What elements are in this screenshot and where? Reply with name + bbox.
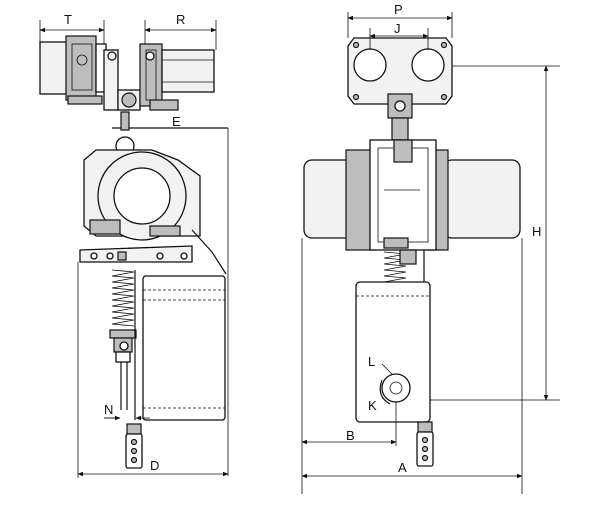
chain-container-side bbox=[142, 275, 226, 421]
dimension-lines-left bbox=[39, 20, 229, 478]
chain-spring bbox=[109, 269, 137, 363]
label-H: H bbox=[532, 224, 541, 239]
label-K: K bbox=[368, 398, 377, 413]
label-B: B bbox=[346, 428, 355, 443]
trolley-motor bbox=[39, 35, 107, 101]
hoist-body-front bbox=[303, 139, 521, 251]
label-T: T bbox=[64, 12, 72, 27]
label-N: N bbox=[104, 402, 113, 417]
hoist-body-side bbox=[83, 149, 201, 241]
label-L: L bbox=[368, 354, 375, 369]
chain-container-front bbox=[355, 281, 431, 423]
trolley-drive bbox=[161, 49, 215, 93]
pendant-switch-front bbox=[416, 421, 434, 467]
side-view bbox=[39, 20, 229, 478]
dimension-lines-right bbox=[301, 12, 523, 494]
trolley-frame bbox=[67, 43, 179, 111]
bottom-plate bbox=[79, 245, 193, 263]
label-E: E bbox=[172, 114, 181, 129]
label-J: J bbox=[394, 21, 401, 36]
top-suspension-plate bbox=[347, 37, 453, 141]
pendant-switch-side bbox=[125, 423, 143, 469]
label-D: D bbox=[150, 458, 159, 473]
label-A: A bbox=[398, 460, 407, 475]
front-view bbox=[301, 12, 560, 494]
label-P: P bbox=[394, 2, 403, 17]
bottom-hook bbox=[379, 363, 411, 405]
label-R: R bbox=[176, 12, 185, 27]
